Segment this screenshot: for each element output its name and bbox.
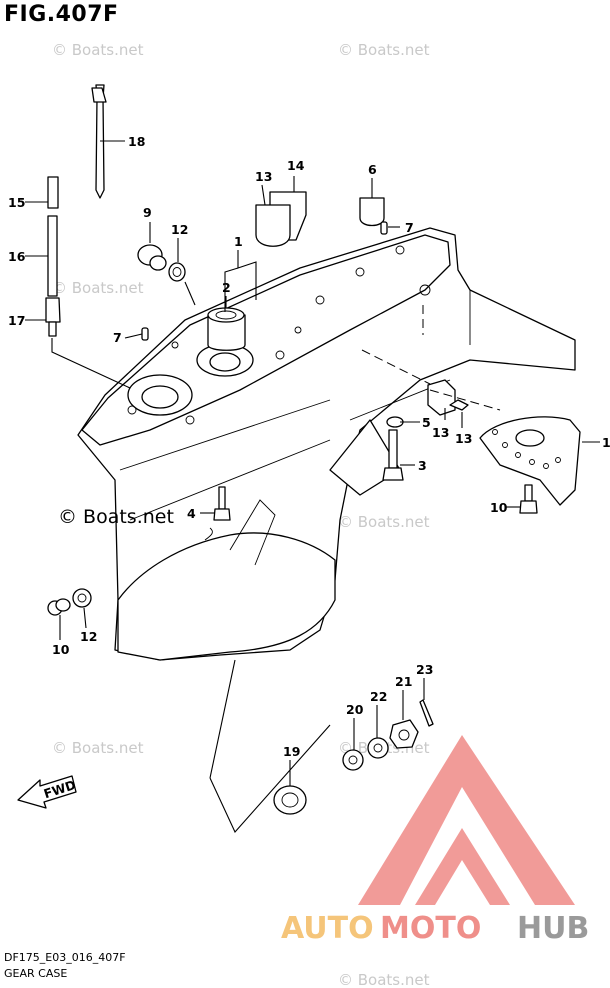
gear-case-body [77,227,576,661]
leader-lines [25,140,600,786]
callout-18: 16 [8,249,26,264]
part-7-dowel-pin [141,327,149,341]
part-24-spacer [367,737,389,759]
automotohub-logo-text: AUTO MOTO HUB [281,911,589,946]
automotohub-logo-mark [358,735,575,905]
watermark: © Boats.net [52,739,144,757]
callout-9: 10 [490,500,508,515]
callout-4: 4 [187,506,196,521]
callout-3: 3 [418,458,427,473]
assembly-lines [51,305,501,833]
callout-7: 7 [113,330,122,345]
logo-word-auto: AUTO [281,911,374,946]
callout-23: 21 [395,674,412,689]
part-23-nut [389,719,419,749]
callout-19: 17 [8,313,25,328]
part-12-washer [72,588,92,608]
forward-direction-arrow: FWD [17,775,78,809]
callout-20: 18 [128,134,145,149]
part-22-washer [342,749,364,771]
part-9-bolt [519,484,538,514]
part-10-plug [137,244,167,271]
callout-8: 10 [602,435,610,450]
callout-2: 2 [222,280,231,295]
copyright-label: © Boats.net [58,506,174,528]
callout-13: 13 [432,425,449,440]
part-6-plug [359,197,385,227]
callout-5: 5 [422,415,431,430]
watermark: © Boats.net [52,279,144,297]
figure-title: FIG.407F [4,2,119,27]
callout-12b: 12 [80,629,97,644]
watermark: © Boats.net [338,971,430,988]
callout-12: 12 [171,222,188,237]
callout-22: 20 [346,702,364,717]
part-17-18-19-shift-rod [45,176,61,337]
part-12-washer [168,262,186,282]
watermark: © Boats.net [338,41,430,59]
part-15-seal [255,204,291,247]
callout-1: 1 [234,234,243,249]
callout-6: 6 [368,162,377,177]
part-13-bracket [427,379,456,416]
callout-17: 15 [8,195,25,210]
callout-labels: 18 15 16 17 9 12 1 2 7 13 14 6 7 10 5 13… [8,134,610,759]
callout-24: 22 [370,689,387,704]
part-7-dowel-pin [380,221,388,235]
callout-25: 23 [416,662,433,677]
callout-10: 9 [143,205,152,220]
part-14-bolt [449,399,469,411]
watermark: © Boats.net [52,41,144,59]
part-4-bolt [213,486,231,521]
callout-21: 19 [283,744,300,759]
logo-word-moto: MOTO [380,911,481,946]
part-25-cotter-pin [419,699,434,727]
part-11-plug [47,598,71,616]
callout-15: 13 [255,169,272,184]
callout-16: 14 [287,158,305,173]
watermark: © Boats.net [338,513,430,531]
part-21-thrust-washer [273,785,307,815]
group-name-label: GEAR CASE [4,967,68,980]
logo-word-hub: HUB [517,911,589,946]
callout-7b: 7 [405,220,414,235]
part-3-bolt [382,429,404,481]
part-8-trim-tab [479,416,581,506]
callout-11: 10 [52,642,70,657]
callout-14: 13 [455,431,472,446]
model-code-label: DF175_E03_016_407F [4,951,126,964]
